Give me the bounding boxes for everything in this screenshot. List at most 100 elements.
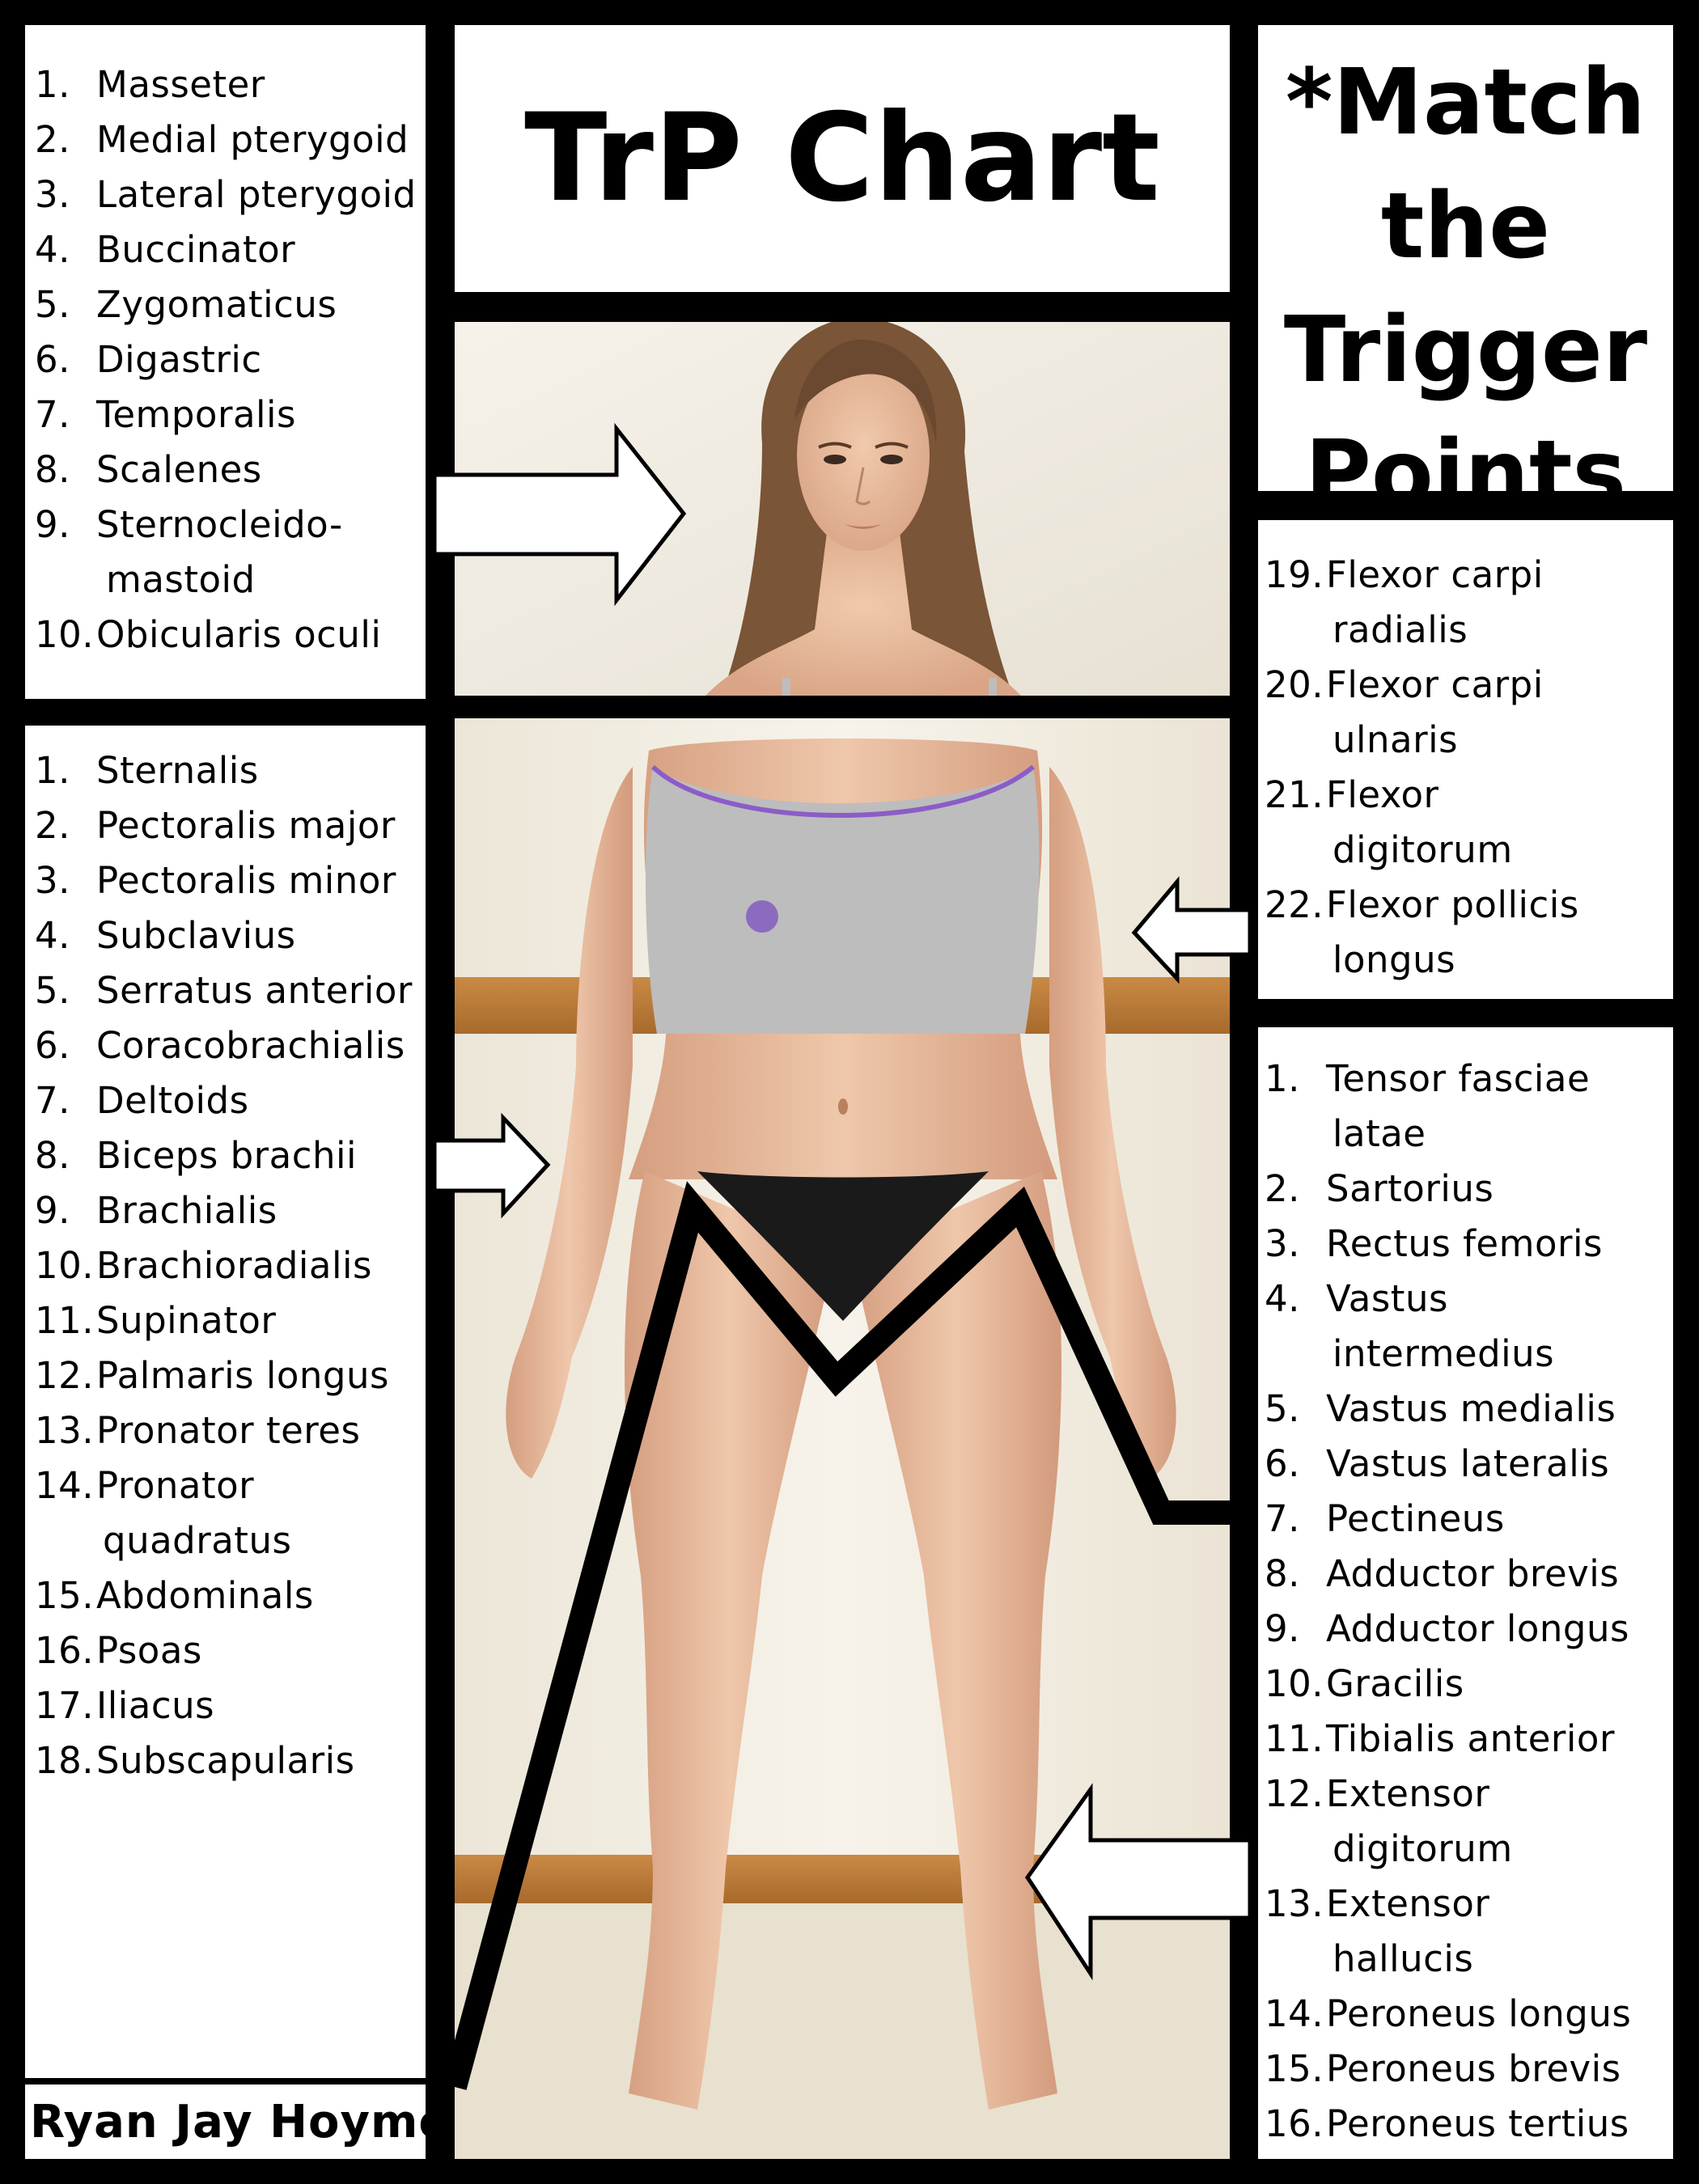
- leg-muscle-list-item: 3.Rectus femoris: [1265, 1217, 1673, 1272]
- trunk-muscle-item-number: 2.: [35, 804, 70, 847]
- author-name: Ryan Jay Hoyme: [30, 2095, 451, 2148]
- leg-muscle-item-label: Peroneus brevis: [1326, 2042, 1621, 2097]
- trunk-muscle-list-item: 16.Psoas: [35, 1623, 426, 1678]
- trunk-muscle-item-label-line: Serratus anterior: [96, 969, 413, 1012]
- trunk-muscle-item-label: Subclavius: [96, 908, 296, 963]
- leg-muscle-list-item: 7. Pectineus: [1265, 1492, 1673, 1547]
- forearm-muscle-item-number: 20.: [1265, 663, 1324, 706]
- forearm-muscle-item-number: 22.: [1265, 883, 1324, 926]
- leg-muscle-item-number: 13.: [1265, 1882, 1324, 1925]
- head-muscle-item-label-line: Medial pterygoid: [96, 118, 409, 161]
- trunk-muscle-item-number: 16.: [35, 1629, 95, 1672]
- leg-muscle-list-item: 8.Adductor brevis: [1265, 1547, 1673, 1602]
- leg-muscle-item-label: Adductor longus: [1326, 1602, 1629, 1657]
- head-muscle-item-number: 5.: [35, 283, 70, 326]
- trunk-muscle-item-label-line: Coracobrachialis: [96, 1024, 405, 1067]
- arrow-from-leg-panel: [1024, 1783, 1252, 1981]
- trunk-muscle-item-label-line: Brachioradialis: [96, 1244, 372, 1287]
- leg-muscle-item-number: 14.: [1265, 1992, 1324, 2035]
- leg-muscle-item-label-line: Adductor brevis: [1326, 1552, 1620, 1595]
- leg-muscle-item-label-line: Sartorius: [1326, 1167, 1494, 1210]
- trunk-muscle-list-item: 4. Subclavius: [35, 908, 426, 963]
- head-muscle-list-item: 1.Masseter: [35, 57, 426, 112]
- leg-muscle-item-label: Pectineus: [1326, 1492, 1505, 1547]
- trunk-muscle-item-number: 9.: [35, 1189, 70, 1232]
- leg-muscle-list-item: 11.Tibialis anterior: [1265, 1712, 1673, 1767]
- head-muscle-item-label-line: Lateral pterygoid: [96, 173, 417, 216]
- trunk-muscle-item-label: Serratus anterior: [96, 963, 413, 1018]
- match-heading-line-1: *Match: [1285, 50, 1646, 155]
- forearm-muscle-item-label-line: radialis: [1333, 608, 1468, 651]
- head-muscle-item-label-line: Scalenes: [96, 448, 262, 491]
- forearm-muscle-item-label-line: Flexor carpi: [1326, 663, 1544, 706]
- leg-muscle-item-label-line: Pectineus: [1326, 1497, 1505, 1540]
- leg-muscle-item-label: Adductor brevis: [1326, 1547, 1619, 1602]
- trunk-muscle-list-item: 10.Brachioradialis: [35, 1238, 426, 1293]
- forearm-muscle-item-label-line: digitorum: [1333, 828, 1513, 871]
- trunk-muscle-item-label-line: Sternalis: [96, 749, 259, 792]
- trunk-muscle-item-label: Pronator teres: [96, 1403, 360, 1458]
- leg-muscle-item-label-line: intermedius: [1333, 1332, 1555, 1375]
- head-muscle-item-label: Scalenes: [96, 442, 262, 497]
- head-muscle-item-number: 3.: [35, 173, 70, 216]
- forearm-muscle-item-label-line: ulnaris: [1333, 718, 1459, 761]
- trunk-muscle-item-label-line: Deltoids: [96, 1079, 249, 1122]
- head-muscle-list-item: 2.Medial pterygoid: [35, 112, 426, 167]
- leg-muscle-item-label-line: digitorum: [1333, 1827, 1513, 1870]
- leg-muscle-item-number: 7.: [1265, 1497, 1300, 1540]
- trunk-muscle-item-number: 14.: [35, 1464, 95, 1507]
- head-muscle-item-label-line: Digastric: [96, 338, 262, 381]
- leg-muscle-list-item: 15.Peroneus brevis: [1265, 2042, 1673, 2097]
- trunk-muscle-list-item: 2.Pectoralis major: [35, 798, 426, 853]
- leg-muscle-item-number: 6.: [1265, 1442, 1300, 1485]
- trunk-muscle-item-label-line: Psoas: [96, 1629, 202, 1672]
- leg-muscle-item-number: 4.: [1265, 1277, 1300, 1320]
- title-box: TrP Chart: [455, 25, 1230, 292]
- trunk-muscle-item-label: Brachialis: [96, 1183, 278, 1238]
- trunk-muscle-item-label-line: Supinator: [96, 1299, 277, 1342]
- leg-region-outline: [443, 1181, 1230, 2090]
- leg-muscle-item-label-line: Vastus lateralis: [1326, 1442, 1610, 1485]
- trunk-muscle-item-number: 4.: [35, 914, 70, 957]
- leg-muscle-item-number: 2.: [1265, 1167, 1300, 1210]
- match-heading: *Match the Trigger Points: [1258, 41, 1673, 536]
- leg-muscle-item-number: 1.: [1265, 1057, 1300, 1100]
- head-muscle-list-item: 6.Digastric: [35, 332, 426, 387]
- arrow-to-arm: [432, 1112, 551, 1219]
- leg-muscle-item-label-line: Peroneus brevis: [1326, 2047, 1621, 2090]
- forearm-muscle-item-label: Flexor carpi ulnaris: [1326, 658, 1544, 768]
- leg-muscle-list-item: 16.Peroneus tertius: [1265, 2097, 1673, 2152]
- trunk-muscle-item-label-line: Brachialis: [96, 1189, 278, 1232]
- author-box: Ryan Jay Hoyme: [25, 2085, 449, 2159]
- trunk-muscle-item-number: 10.: [35, 1244, 95, 1287]
- leg-muscle-item-label: Rectus femoris: [1326, 1217, 1603, 1272]
- head-muscle-item-number: 10.: [35, 613, 95, 656]
- leg-muscle-item-number: 16.: [1265, 2102, 1324, 2145]
- forearm-muscle-item-label-line: longus: [1333, 938, 1456, 981]
- head-muscle-list-item: 5.Zygomaticus: [35, 277, 426, 332]
- trunk-muscle-list-item: 18.Subscapularis: [35, 1733, 426, 1788]
- leg-muscle-list-item: 5.Vastus medialis: [1265, 1382, 1673, 1437]
- head-muscle-item-label-line: mastoid: [106, 558, 256, 601]
- leg-muscle-item-label-line: Adductor longus: [1326, 1607, 1629, 1650]
- trunk-muscle-item-label: Brachioradialis: [96, 1238, 372, 1293]
- trunk-muscle-list-item: 1. Sternalis: [35, 743, 426, 798]
- head-muscle-item-label-line: Temporalis: [96, 393, 296, 436]
- head-muscle-item-number: 1.: [35, 63, 70, 106]
- leg-muscle-item-label-line: Tensor fasciae: [1326, 1057, 1591, 1100]
- head-muscle-item-label: Obicularis oculi: [96, 607, 381, 662]
- trunk-muscle-item-number: 1.: [35, 749, 70, 792]
- leg-muscle-item-label-line: Rectus femoris: [1326, 1222, 1603, 1265]
- trunk-muscle-item-number: 8.: [35, 1134, 70, 1177]
- head-muscle-item-label-line: Sternocleido-: [96, 503, 343, 546]
